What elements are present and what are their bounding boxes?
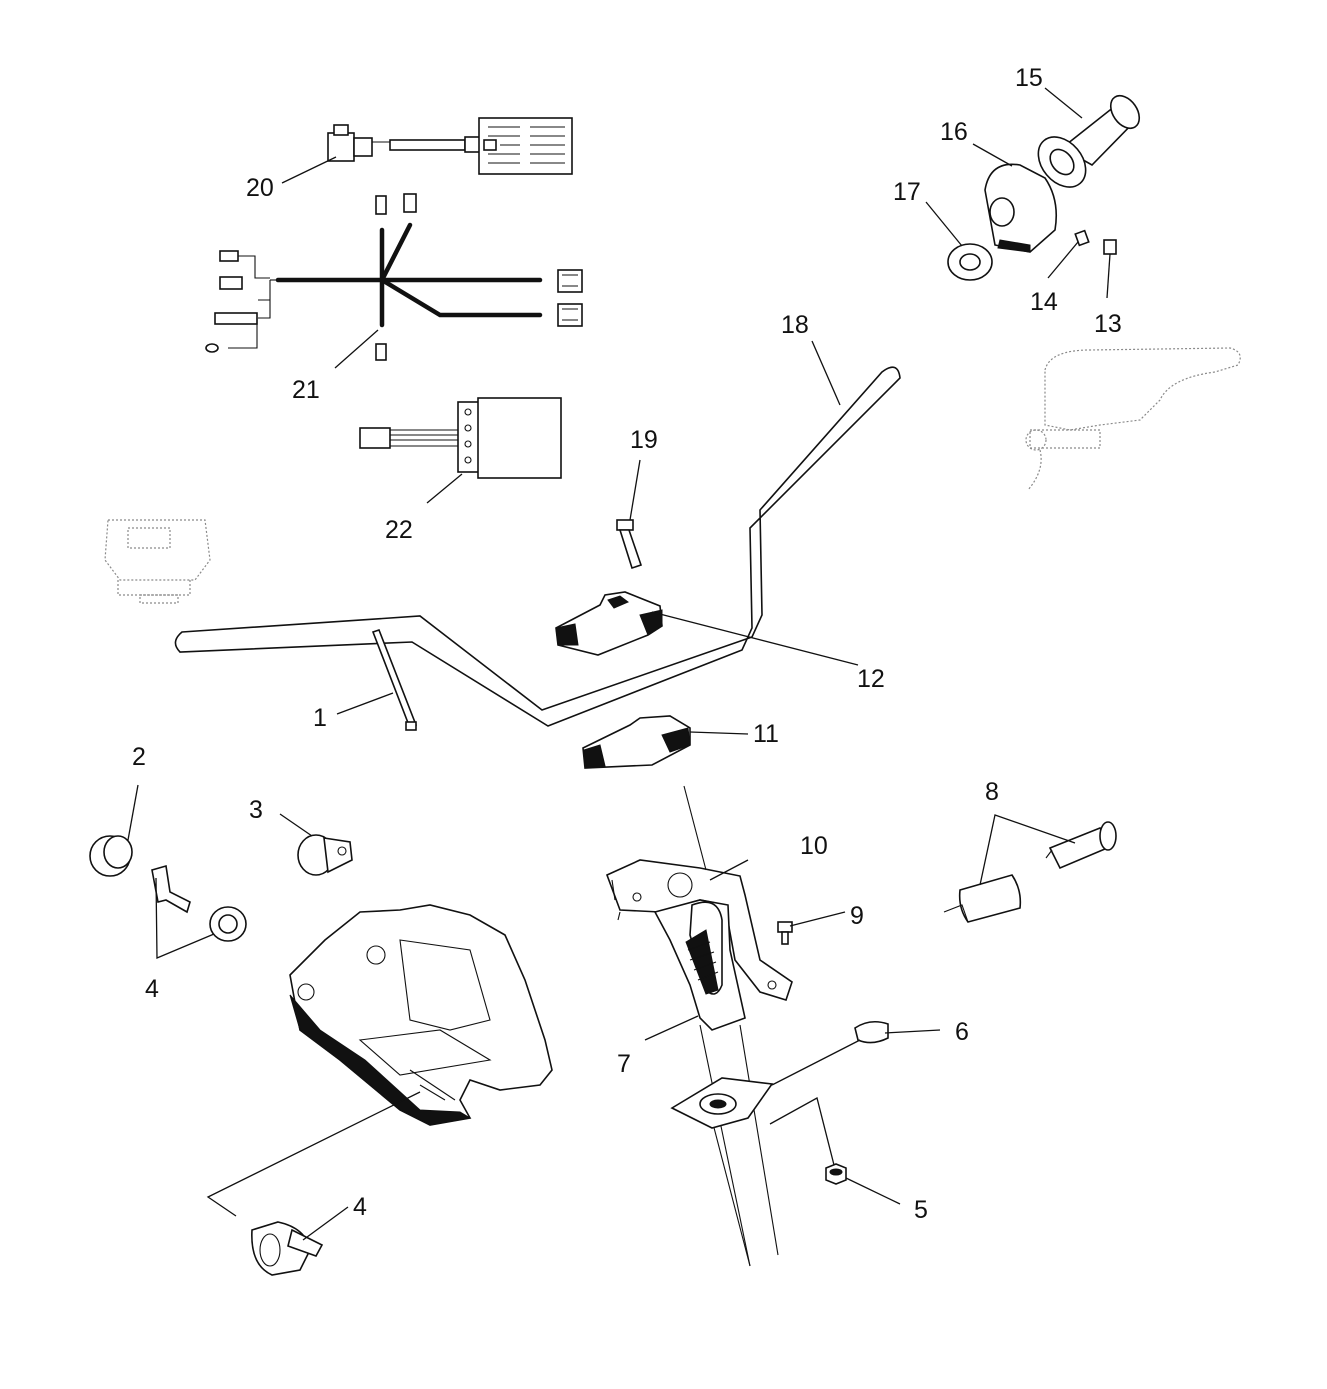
ghost-brake-lever-assembly — [1025, 347, 1241, 491]
callout-11: 11 — [753, 720, 779, 748]
part-18-handlebar — [174, 366, 901, 727]
ghost-headlight-housing — [104, 519, 211, 604]
callout-2: 2 — [132, 743, 146, 771]
part-9-screw — [777, 921, 793, 945]
part-2-plug — [89, 835, 133, 877]
part-3-grommet — [297, 834, 353, 876]
callout-7: 7 — [617, 1050, 631, 1078]
callout-8: 8 — [985, 778, 999, 806]
part-13-cap — [1103, 239, 1117, 255]
callout-20: 20 — [246, 174, 274, 202]
callout-12: 12 — [857, 665, 885, 693]
part-4-ignition-switch — [251, 1221, 324, 1276]
part-22-control-module — [359, 397, 562, 479]
callout-4-lower: 4 — [353, 1193, 367, 1221]
part-16-switch-housing — [984, 163, 1058, 253]
callout-1: 1 — [313, 704, 327, 732]
callout-15: 15 — [1015, 64, 1043, 92]
part-14-set-screw — [1074, 229, 1090, 247]
steering-column — [683, 785, 779, 1267]
callout-9: 9 — [850, 902, 864, 930]
part-1-cable-tie — [371, 629, 418, 731]
callout-labels: 20 21 22 15 16 17 14 13 18 19 12 11 1 2 … — [132, 64, 1122, 1224]
part-8-throttle-sleeve — [943, 821, 1117, 923]
part-17-washer — [947, 243, 993, 281]
callout-14: 14 — [1030, 288, 1058, 316]
part-20-sensor-lead — [327, 117, 573, 175]
callout-21: 21 — [292, 376, 320, 404]
part-6-mount-plate — [670, 1020, 889, 1129]
part-11-lower-clamp — [582, 715, 691, 769]
leader-lines — [127, 87, 1111, 1241]
part-12-upper-clamp — [555, 591, 663, 656]
part-7-boot — [653, 899, 746, 1031]
callout-17: 17 — [893, 178, 921, 206]
callout-5: 5 — [914, 1196, 928, 1224]
callout-16: 16 — [940, 118, 968, 146]
callout-19: 19 — [630, 426, 658, 454]
part-19-bolt — [616, 519, 643, 570]
callout-10: 10 — [800, 832, 828, 860]
callout-6: 6 — [955, 1018, 969, 1046]
callout-18: 18 — [781, 311, 809, 339]
part-4-key-switch — [151, 864, 247, 942]
instrument-pod-housing — [289, 904, 553, 1126]
callout-3: 3 — [249, 796, 263, 824]
callout-13: 13 — [1094, 310, 1122, 338]
part-21-wire-harness — [205, 193, 583, 361]
part-15-hand-grip — [1037, 94, 1141, 188]
callout-22: 22 — [385, 516, 413, 544]
part-5-nut — [825, 1163, 847, 1185]
callout-4-upper: 4 — [145, 975, 159, 1003]
